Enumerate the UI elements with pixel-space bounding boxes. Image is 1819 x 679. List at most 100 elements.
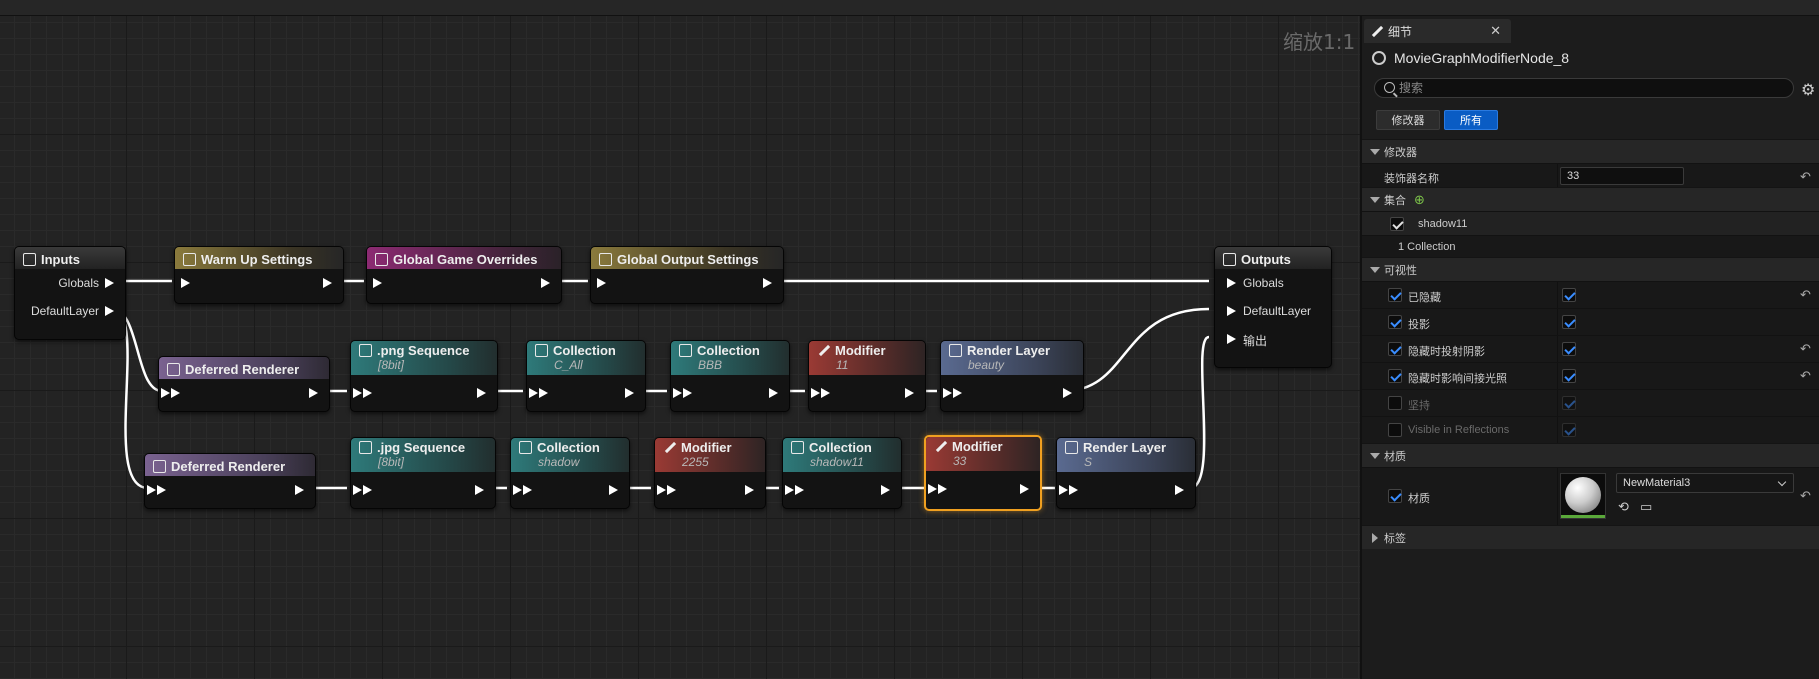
output-pin[interactable] — [905, 387, 915, 399]
input-pin[interactable] — [147, 484, 157, 496]
enable-checkbox[interactable] — [1388, 489, 1402, 503]
input-pin[interactable] — [529, 387, 539, 399]
output-pin[interactable] — [295, 484, 305, 496]
enable-checkbox[interactable] — [1388, 423, 1402, 437]
category-material[interactable]: 材质 — [1362, 443, 1819, 467]
input-pin[interactable] — [795, 484, 805, 496]
close-icon[interactable]: ✕ — [1490, 23, 1501, 38]
input-pin[interactable] — [953, 387, 963, 399]
node-warm-up-settings[interactable]: Warm Up Settings — [174, 246, 344, 304]
filter-all-button[interactable]: 所有 — [1444, 110, 1498, 130]
input-pin[interactable] — [943, 387, 953, 399]
material-dropdown[interactable]: NewMaterial3 — [1616, 473, 1794, 493]
output-pin[interactable] — [541, 277, 551, 289]
output-pin[interactable] — [1020, 483, 1030, 495]
browse-folder-icon[interactable]: ▭ — [1640, 499, 1653, 514]
output-pin[interactable] — [323, 277, 333, 289]
node-deferred-renderer-2[interactable]: Deferred Renderer — [144, 453, 316, 509]
node-inputs[interactable]: Inputs Globals DefaultLayer — [14, 246, 126, 340]
input-pin[interactable] — [363, 387, 373, 399]
input-pin[interactable] — [1227, 277, 1237, 289]
input-pin[interactable] — [938, 483, 948, 495]
material-thumbnail[interactable] — [1560, 473, 1606, 519]
input-pin[interactable] — [597, 277, 607, 289]
output-pin[interactable] — [881, 484, 891, 496]
input-pin[interactable] — [928, 483, 938, 495]
input-pin[interactable] — [683, 387, 693, 399]
output-pin[interactable] — [105, 277, 115, 289]
enable-checkbox[interactable] — [1388, 342, 1402, 356]
output-pin[interactable] — [609, 484, 619, 496]
input-pin[interactable] — [513, 484, 523, 496]
input-pin[interactable] — [811, 387, 821, 399]
node-outputs[interactable]: Outputs Globals DefaultLayer 输出 — [1214, 246, 1332, 368]
input-pin[interactable] — [161, 387, 171, 399]
gear-icon[interactable]: ⚙ — [1801, 82, 1816, 99]
input-pin[interactable] — [821, 387, 831, 399]
output-pin[interactable] — [1175, 484, 1185, 496]
value-checkbox[interactable] — [1562, 396, 1576, 410]
output-pin[interactable] — [1063, 387, 1073, 399]
enable-checkbox[interactable] — [1388, 369, 1402, 383]
enable-checkbox[interactable] — [1388, 315, 1402, 329]
reset-icon[interactable]: ↶ — [1800, 488, 1811, 503]
input-pin[interactable] — [373, 277, 383, 289]
output-pin[interactable] — [477, 387, 487, 399]
input-pin[interactable] — [673, 387, 683, 399]
input-pin[interactable] — [171, 387, 181, 399]
input-pin[interactable] — [1227, 333, 1237, 345]
reset-icon[interactable]: ↶ — [1800, 368, 1811, 383]
category-visibility[interactable]: 可视性 — [1362, 257, 1819, 281]
collection-checkbox[interactable] — [1390, 217, 1404, 231]
filter-modifiers-button[interactable]: 修改器 — [1376, 110, 1440, 130]
value-checkbox[interactable] — [1562, 315, 1576, 329]
node-png-sequence[interactable]: .png Sequence[8bit] — [350, 340, 498, 412]
use-selected-icon[interactable]: ⟲ — [1618, 499, 1629, 514]
output-pin[interactable] — [309, 387, 319, 399]
input-pin[interactable] — [353, 484, 363, 496]
node-global-game-overrides[interactable]: Global Game Overrides — [366, 246, 562, 304]
input-pin[interactable] — [657, 484, 667, 496]
node-global-output-settings[interactable]: Global Output Settings — [590, 246, 784, 304]
value-checkbox[interactable] — [1562, 342, 1576, 356]
reset-icon[interactable]: ↶ — [1800, 341, 1811, 356]
input-pin[interactable] — [1059, 484, 1069, 496]
category-collections[interactable]: 集合 ⊕ — [1362, 187, 1819, 211]
output-pin[interactable] — [769, 387, 779, 399]
graph-canvas[interactable]: 缩放1:1 Inputs Globals DefaultLayer Warm U… — [0, 16, 1360, 679]
enable-checkbox[interactable] — [1388, 288, 1402, 302]
search-input[interactable]: 搜索 — [1374, 78, 1794, 98]
details-tab[interactable]: 细节 ✕ — [1364, 19, 1511, 43]
input-pin[interactable] — [181, 277, 191, 289]
node-deferred-renderer-1[interactable]: Deferred Renderer — [158, 356, 330, 412]
output-pin[interactable] — [745, 484, 755, 496]
reset-icon[interactable]: ↶ — [1800, 287, 1811, 302]
input-pin[interactable] — [1069, 484, 1079, 496]
enable-checkbox[interactable] — [1388, 396, 1402, 410]
collection-item[interactable]: shadow11 — [1362, 211, 1819, 235]
reset-icon[interactable]: ↶ — [1800, 169, 1811, 184]
input-pin[interactable] — [785, 484, 795, 496]
add-collection-icon[interactable]: ⊕ — [1414, 191, 1425, 207]
value-checkbox[interactable] — [1562, 288, 1576, 302]
input-pin[interactable] — [157, 484, 167, 496]
output-pin[interactable] — [625, 387, 635, 399]
input-pin[interactable] — [363, 484, 373, 496]
output-pin[interactable] — [763, 277, 773, 289]
input-pin[interactable] — [1227, 305, 1237, 317]
input-pin[interactable] — [539, 387, 549, 399]
input-pin[interactable] — [523, 484, 533, 496]
category-modifier[interactable]: 修改器 — [1362, 139, 1819, 163]
node-jpg-sequence[interactable]: .jpg Sequence[8bit] — [350, 437, 496, 509]
output-pin[interactable] — [105, 305, 115, 317]
category-tags[interactable]: 标签 — [1362, 525, 1819, 549]
output-pin[interactable] — [475, 484, 485, 496]
input-pin[interactable] — [667, 484, 677, 496]
